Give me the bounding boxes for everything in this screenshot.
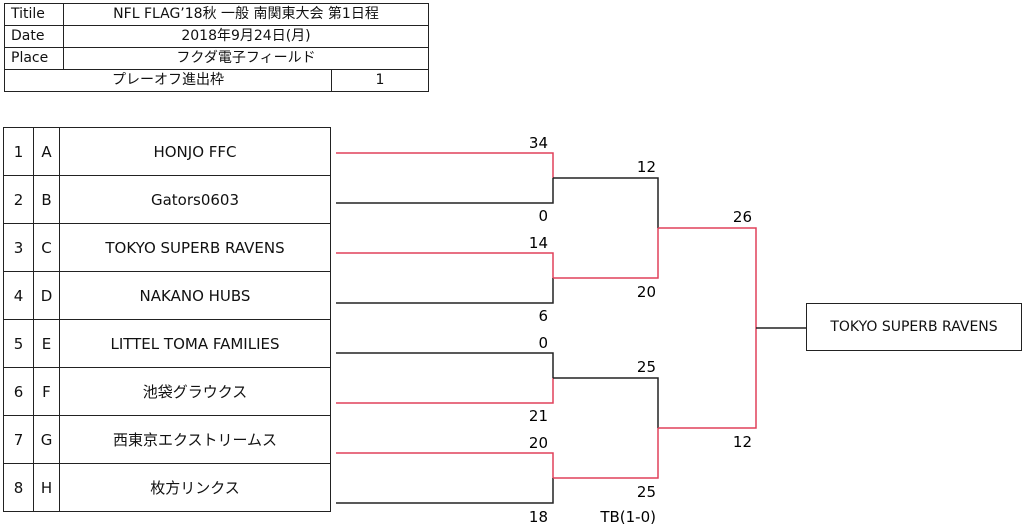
match-4: [336, 452, 554, 504]
score-r1-g: 20: [529, 434, 548, 452]
loser-path: [336, 278, 554, 304]
team-number: 7: [3, 415, 34, 464]
loser-path: [336, 178, 554, 204]
team-name: 池袋グラウクス: [59, 367, 331, 416]
loser-path: [336, 352, 554, 378]
score-r2-ab: 12: [637, 158, 656, 176]
score-r2-cd: 20: [637, 283, 656, 301]
playoff-value: 1: [331, 69, 429, 92]
score-final-top: 26: [733, 208, 752, 226]
winner-path: [336, 452, 554, 478]
winner-path: [553, 228, 659, 279]
match-5: [553, 177, 659, 279]
winner-path: [658, 227, 757, 328]
team-number: 3: [3, 223, 34, 272]
score-r1-d: 6: [538, 307, 548, 325]
winner-path: [553, 428, 659, 479]
team-row: 7 G 西東京エクストリームス: [3, 415, 331, 464]
team-row: 4 D NAKANO HUBS: [3, 271, 331, 320]
team-row: 8 H 枚方リンクス: [3, 463, 331, 512]
team-name: Gators0603: [59, 175, 331, 224]
score-r1-f: 21: [529, 407, 548, 425]
team-letter: F: [33, 367, 60, 416]
winner-path: [336, 252, 554, 278]
team-row: 6 F 池袋グラウクス: [3, 367, 331, 416]
score-r1-h: 18: [529, 508, 548, 526]
loser-path: [553, 377, 659, 428]
info-table: Titile NFL FLAG’18秋 一般 南関東大会 第1日程 Date 2…: [4, 3, 429, 92]
place-label: Place: [4, 47, 64, 70]
team-name: LITTEL TOMA FAMILIES: [59, 319, 331, 368]
score-final-bottom: 12: [733, 433, 752, 451]
score-r1-e: 0: [538, 334, 548, 352]
team-name: 西東京エクストリームス: [59, 415, 331, 464]
playoff-label: プレーオフ進出枠: [4, 69, 332, 92]
winner-path: [336, 152, 554, 178]
team-row: 1 A HONJO FFC: [3, 127, 331, 176]
team-letter: G: [33, 415, 60, 464]
match-1: [336, 152, 554, 204]
champion-box: TOKYO SUPERB RAVENS: [806, 303, 1022, 351]
match-3: [336, 352, 554, 404]
match-6: [553, 377, 659, 479]
team-row: 5 E LITTEL TOMA FAMILIES: [3, 319, 331, 368]
loser-path: [553, 177, 659, 228]
loser-path: [336, 478, 554, 504]
score-r1-a: 34: [529, 134, 548, 152]
team-row: 2 B Gators0603: [3, 175, 331, 224]
loser-path: [658, 328, 757, 429]
teams-table: 1 A HONJO FFC 2 B Gators0603 3 C TOKYO S…: [3, 127, 331, 512]
match-2: [336, 252, 554, 304]
tiebreak-note: TB(1-0): [599, 508, 656, 526]
team-name: HONJO FFC: [59, 127, 331, 176]
score-r2-ef: 25: [637, 358, 656, 376]
match-final: [658, 227, 806, 429]
score-r2-gh: 25: [637, 483, 656, 501]
score-r1-b: 0: [538, 207, 548, 225]
score-r1-c: 14: [529, 234, 548, 252]
team-name: 枚方リンクス: [59, 463, 331, 512]
team-letter: B: [33, 175, 60, 224]
team-number: 4: [3, 271, 34, 320]
team-name: NAKANO HUBS: [59, 271, 331, 320]
winner-path: [336, 378, 554, 404]
